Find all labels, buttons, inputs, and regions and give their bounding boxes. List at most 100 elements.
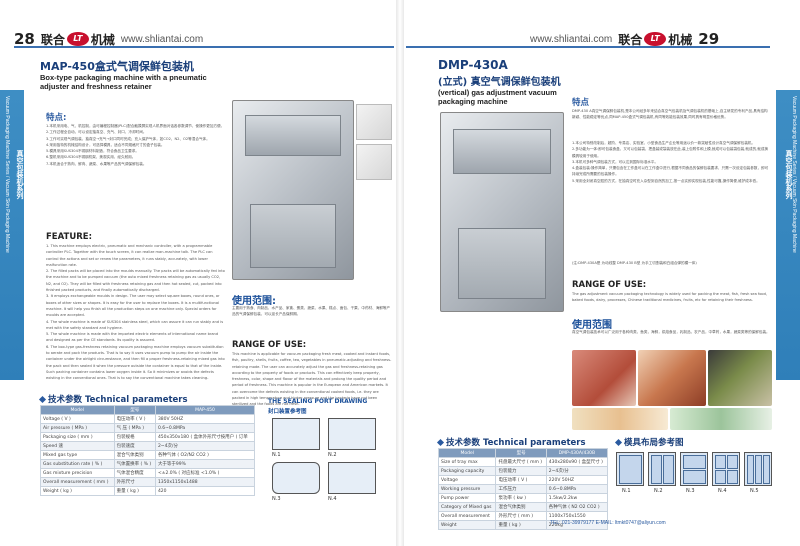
tray-cell — [683, 455, 706, 469]
table-cell: Weight — [437, 520, 497, 530]
table-row: Voltage ( V )电压动率 ( V )380V 50HZ — [40, 414, 256, 424]
seal-drawing-2 — [328, 418, 376, 450]
right-header: www.shliantai.com 联合 LT 机械 29 — [530, 30, 719, 48]
right-sidebar-en: Vacuum Packaging Machine Series / Vacuum… — [791, 96, 797, 253]
feature-cn-item: 1.本机采用电、气、机控制，由可编程控制器(PLC)配合触摸屏实现人机界面对话各… — [46, 124, 225, 128]
table-header: 型号 — [495, 448, 547, 458]
right-product-title-cn: (立式) 真空气调保鲜包装机 — [438, 77, 561, 88]
table-header: 型号 — [113, 405, 156, 415]
table-cell: 0.6~0.8MPa — [545, 484, 609, 494]
feature-cn-item: 3.工作可实现气调包装，抽真空→充气→封口同时完成；充入保护气体，如CO2、N2… — [46, 136, 210, 141]
right-sidebar-cn: 真空包装机系列 — [785, 150, 793, 199]
table-cell: Speed 速 — [40, 441, 115, 451]
left-page-number: 28 — [14, 30, 35, 48]
table-cell: 各种气体 ( N2 O2 CO2 ) — [545, 502, 609, 512]
table-cell: Weight ( kg ) — [40, 486, 115, 496]
table-cell: 1350x1150x1488 — [154, 477, 256, 487]
feature-en-item: 6. The box-type gas-freshness retaining … — [46, 344, 225, 383]
tray-layout-diagram — [744, 452, 772, 486]
table-header: DMP-430A/430B — [545, 448, 609, 458]
table-cell: 220kg — [545, 520, 609, 530]
map-450-machine-photo — [232, 100, 354, 280]
seal-heading-cn: 封口装置参考图 — [268, 409, 307, 415]
left-header-rule — [14, 46, 394, 48]
tray-cell — [715, 455, 726, 469]
table-cell: 380V 50HZ — [154, 414, 256, 424]
left-page: 28 联合 LT 机械 www.shliantai.com Vacuum Pac… — [0, 30, 394, 502]
food-photo-tray — [708, 350, 772, 406]
left-brand: 联合 LT 机械 — [41, 31, 115, 48]
tray-layout-diagram — [712, 452, 740, 486]
table-cell: 电压动率 ( V ) — [113, 414, 156, 424]
feature-cn-item: 2.工作过程全自动，可以设定抽真空、充气、封口、冷却时间。 — [46, 130, 147, 135]
table-cell: 气 压 ( MPa ) — [113, 423, 156, 433]
left-features-cn: 1.本机采用电、气、机控制，由可编程控制器(PLC)配合触摸屏实现人机界面对话各… — [46, 123, 226, 223]
feature-en-item: 1. This machine employs electric, pneuma… — [46, 244, 213, 267]
table-cell: 420 — [154, 486, 256, 496]
table-cell: Air pressure ( MPa ) — [40, 423, 115, 433]
layout-heading: 模具布局参考图 — [614, 436, 684, 448]
table-cell: Packaging size ( mm ) — [40, 432, 115, 442]
table-cell: Pump power — [437, 493, 497, 503]
seal-label: N.3 — [272, 496, 281, 502]
left-website: www.shliantai.com — [120, 33, 204, 45]
table-cell: 430x280x90 ( 盒型尺寸 ) — [545, 457, 609, 467]
feature-cn-item: 5.模具采用SUS304不锈钢材料制造，符合食品卫生要求。 — [46, 149, 139, 154]
table-row: Gas substitution rate ( % )气体置换率 ( % )大于… — [40, 459, 256, 469]
left-tech-heading-text: 技术参数 Technical parameters — [48, 395, 188, 405]
right-product-title-en: (vertical) gas adjustment vacuum packagi… — [438, 88, 557, 106]
feature-cn-item: 2.多功能为一体:即可包装食盒，又可以包装袋，把盒装或袋装放在此,装上包附件和上… — [572, 147, 769, 158]
dmp-430a-machine-photo — [440, 112, 564, 312]
right-website: www.shliantai.com — [530, 33, 613, 45]
table-cell: 气体混合精度 — [113, 468, 156, 478]
seal-drawing-4 — [328, 462, 376, 494]
left-product-title-cn: MAP-450盒式气调保鲜包装机 — [40, 60, 194, 73]
right-scope-heading-en: RANGE OF USE: — [572, 280, 647, 290]
spread-gutter — [396, 0, 404, 546]
tray-cell — [663, 455, 674, 484]
table-cell: Gas mixture precision — [40, 468, 115, 478]
table-cell: 2~4次/分 — [154, 441, 256, 451]
right-features-cn: 1.本公司特别改制后，超阶、专易店、实验室、小型食品生产企业等用途以价一款突破性… — [572, 140, 770, 255]
layout-heading-text: 模具布局参考图 — [624, 438, 684, 448]
tray-layout-diagram — [616, 452, 644, 486]
tray-cell — [747, 455, 754, 484]
food-photo-vegetables — [670, 408, 772, 430]
table-header: MAP-450 — [154, 405, 256, 415]
right-scope-heading: 使用范围 — [572, 320, 612, 331]
tray-layout-diagram — [648, 452, 676, 486]
detail-thumb-2 — [356, 144, 392, 180]
feature-cn-item: 4.盒装包装:操作简单，只需包含在工作盒可以在工作盒中进行,根据不同食品的保鲜包… — [572, 166, 769, 177]
table-cell: 重量 ( kg ) — [495, 520, 547, 530]
right-features-intro: DMP-430 A真空气调保鲜包装机,是本公司经多年来结合真空气包装机及气调包装… — [572, 109, 768, 120]
left-brand-cn: 联合 — [40, 32, 65, 47]
table-row: Air pressure ( MPa )气 压 ( MPa )0.6~0.8MP… — [40, 423, 256, 433]
right-page-number: 29 — [698, 30, 720, 48]
table-cell: 大于等于99% — [154, 459, 256, 469]
table-cell: 混合气体类别 — [113, 450, 156, 460]
tray-cell — [727, 470, 738, 484]
table-row: Weight ( kg )重量 ( kg )420 — [40, 486, 256, 496]
left-header: 28 联合 LT 机械 www.shliantai.com — [14, 30, 203, 48]
table-cell: 220V 50HZ — [545, 475, 609, 485]
tray-layout-diagram — [680, 452, 708, 486]
table-cell: 泵功率 ( kw ) — [495, 493, 547, 503]
feature-cn-item: 5.采用全封闭真空腔的方式，在抽真空时充入杂型到自然的加工,按一点实即实现包装,… — [572, 178, 760, 183]
left-sidebar-en: Vacuum Packaging Machine Series / Vacuum… — [4, 96, 10, 253]
left-feature-heading-en: FEATURE: — [46, 232, 92, 242]
right-brand-logo: LT — [644, 32, 667, 46]
seal-drawing-1 — [272, 418, 320, 450]
table-cell: 2~4次/分 — [545, 466, 609, 476]
table-cell: 托盘最大尺寸 ( mm ) — [495, 457, 547, 467]
table-cell: Category of Mixed gas — [437, 502, 497, 512]
tray-cell — [715, 470, 726, 484]
feature-en-item: 5. The whole machine is made with the im… — [46, 332, 219, 343]
